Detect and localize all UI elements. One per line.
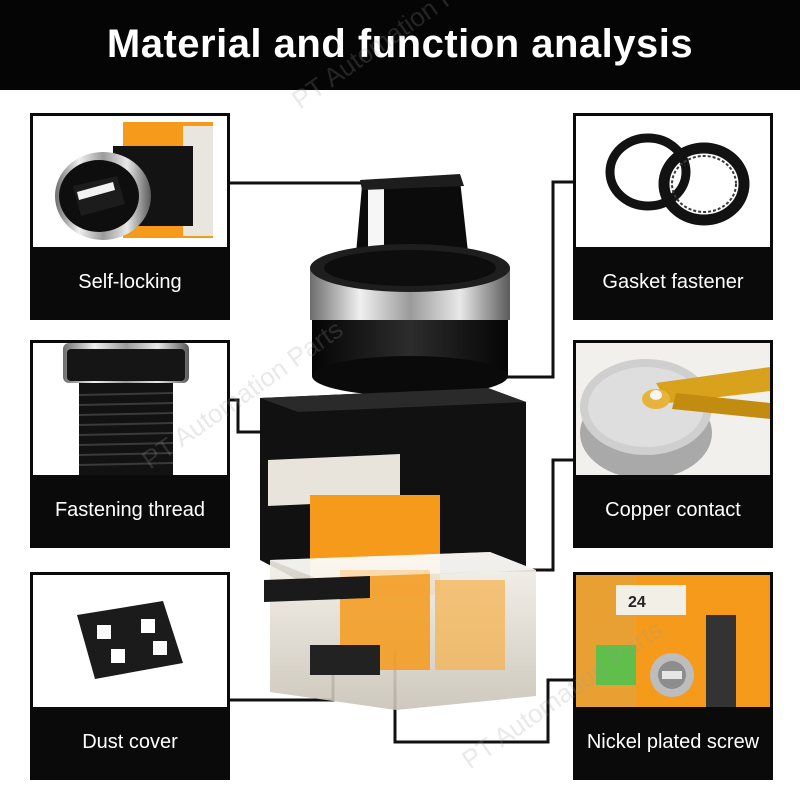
selector-switch-photo [260, 174, 536, 710]
panel-self-locking: Self-locking [30, 113, 230, 320]
header-bar: Material and function analysis [0, 0, 800, 90]
panel-gasket-fastener: Gasket fastener [573, 113, 773, 320]
copper-contact-photo [576, 343, 770, 478]
fastening-thread-label: Fastening thread [33, 475, 227, 545]
terminal-number: 24 [628, 594, 646, 611]
panel-fastening-thread: Fastening thread [30, 340, 230, 548]
gasket-rings-photo [576, 116, 770, 250]
gasket-fastener-label: Gasket fastener [576, 247, 770, 317]
panel-nickel-plated-screw: 24 Nickel plated screw [573, 572, 773, 780]
self-locking-knob-photo [33, 116, 227, 250]
dust-cover-label: Dust cover [33, 707, 227, 777]
nickel-plated-screw-label: Nickel plated screw [576, 707, 770, 777]
self-locking-label: Self-locking [33, 247, 227, 317]
fastening-thread-photo [33, 343, 227, 478]
dust-cover-photo [33, 575, 227, 710]
panel-copper-contact: Copper contact [573, 340, 773, 548]
copper-contact-label: Copper contact [576, 475, 770, 545]
nickel-screw-photo: 24 [576, 575, 770, 710]
panel-dust-cover: Dust cover [30, 572, 230, 780]
page-title: Material and function analysis [106, 22, 694, 66]
